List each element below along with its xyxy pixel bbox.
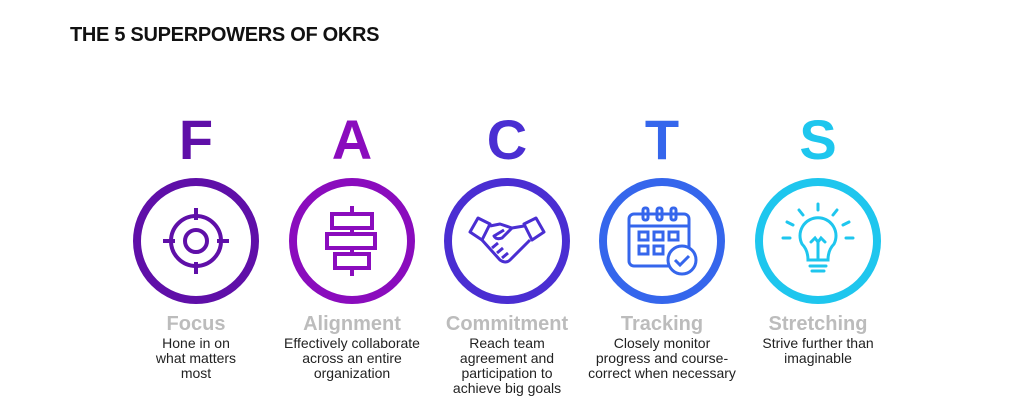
superpower-description: Hone in on what matters most [155, 335, 237, 381]
handshake-icon [468, 216, 546, 264]
alignment-icon [325, 206, 377, 276]
superpower-name: Commitment [445, 313, 569, 335]
superpower-commitment: C Commitment Reach team agreement and pa… [427, 112, 587, 396]
superpower-description: Closely monitor progress and course-corr… [588, 335, 736, 381]
letter: F [178, 108, 214, 171]
letter: A [331, 108, 373, 171]
page-title: THE 5 SUPERPOWERS OF OKRS [70, 24, 380, 46]
letter: T [644, 108, 680, 171]
tracking-ring [599, 178, 725, 304]
focus-ring [133, 178, 259, 304]
superpower-name: Tracking [620, 313, 704, 335]
letter: C [486, 108, 528, 171]
superpower-description: Effectively collaborate across an entire… [284, 335, 420, 381]
superpower-tracking: T Tracking Closely monitor progress and … [582, 112, 742, 381]
superpower-alignment: A Alignment Effectively collaborate acro… [272, 112, 432, 381]
lightbulb-icon [781, 202, 855, 273]
superpower-description: Reach team agreement and participation t… [452, 335, 562, 396]
superpower-focus: F Focus Hone in on what matters most [116, 112, 276, 381]
superpower-name: Alignment [303, 313, 401, 335]
commitment-ring [444, 178, 570, 304]
superpower-stretching: S Stretching Strive further than imagina… [738, 112, 898, 366]
target-icon [163, 208, 229, 274]
calendar-check-icon [627, 206, 698, 276]
letter: S [799, 108, 837, 171]
superpower-name: Stretching [768, 313, 868, 335]
superpower-description: Strive further than imaginable [762, 335, 874, 366]
alignment-ring [289, 178, 415, 304]
superpower-name: Focus [166, 313, 226, 335]
stretching-ring [755, 178, 881, 304]
